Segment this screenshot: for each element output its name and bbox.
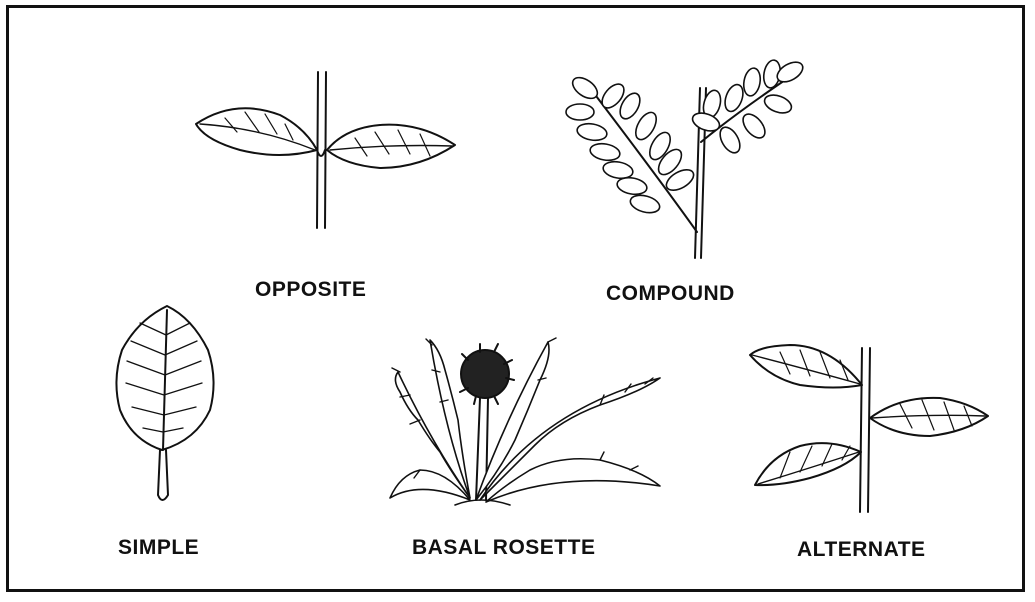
alternate-leaf-illustration	[750, 345, 988, 512]
label-opposite: OPPOSITE	[255, 278, 366, 302]
label-alternate: ALTERNATE	[797, 538, 926, 562]
label-compound: COMPOUND	[606, 282, 735, 306]
label-simple: SIMPLE	[118, 536, 199, 560]
compound-leaf-illustration	[566, 58, 806, 258]
basal-rosette-illustration	[390, 338, 660, 505]
label-basal-rosette: BASAL ROSETTE	[412, 536, 595, 560]
opposite-leaf-illustration	[196, 72, 455, 228]
simple-leaf-illustration	[116, 306, 213, 500]
